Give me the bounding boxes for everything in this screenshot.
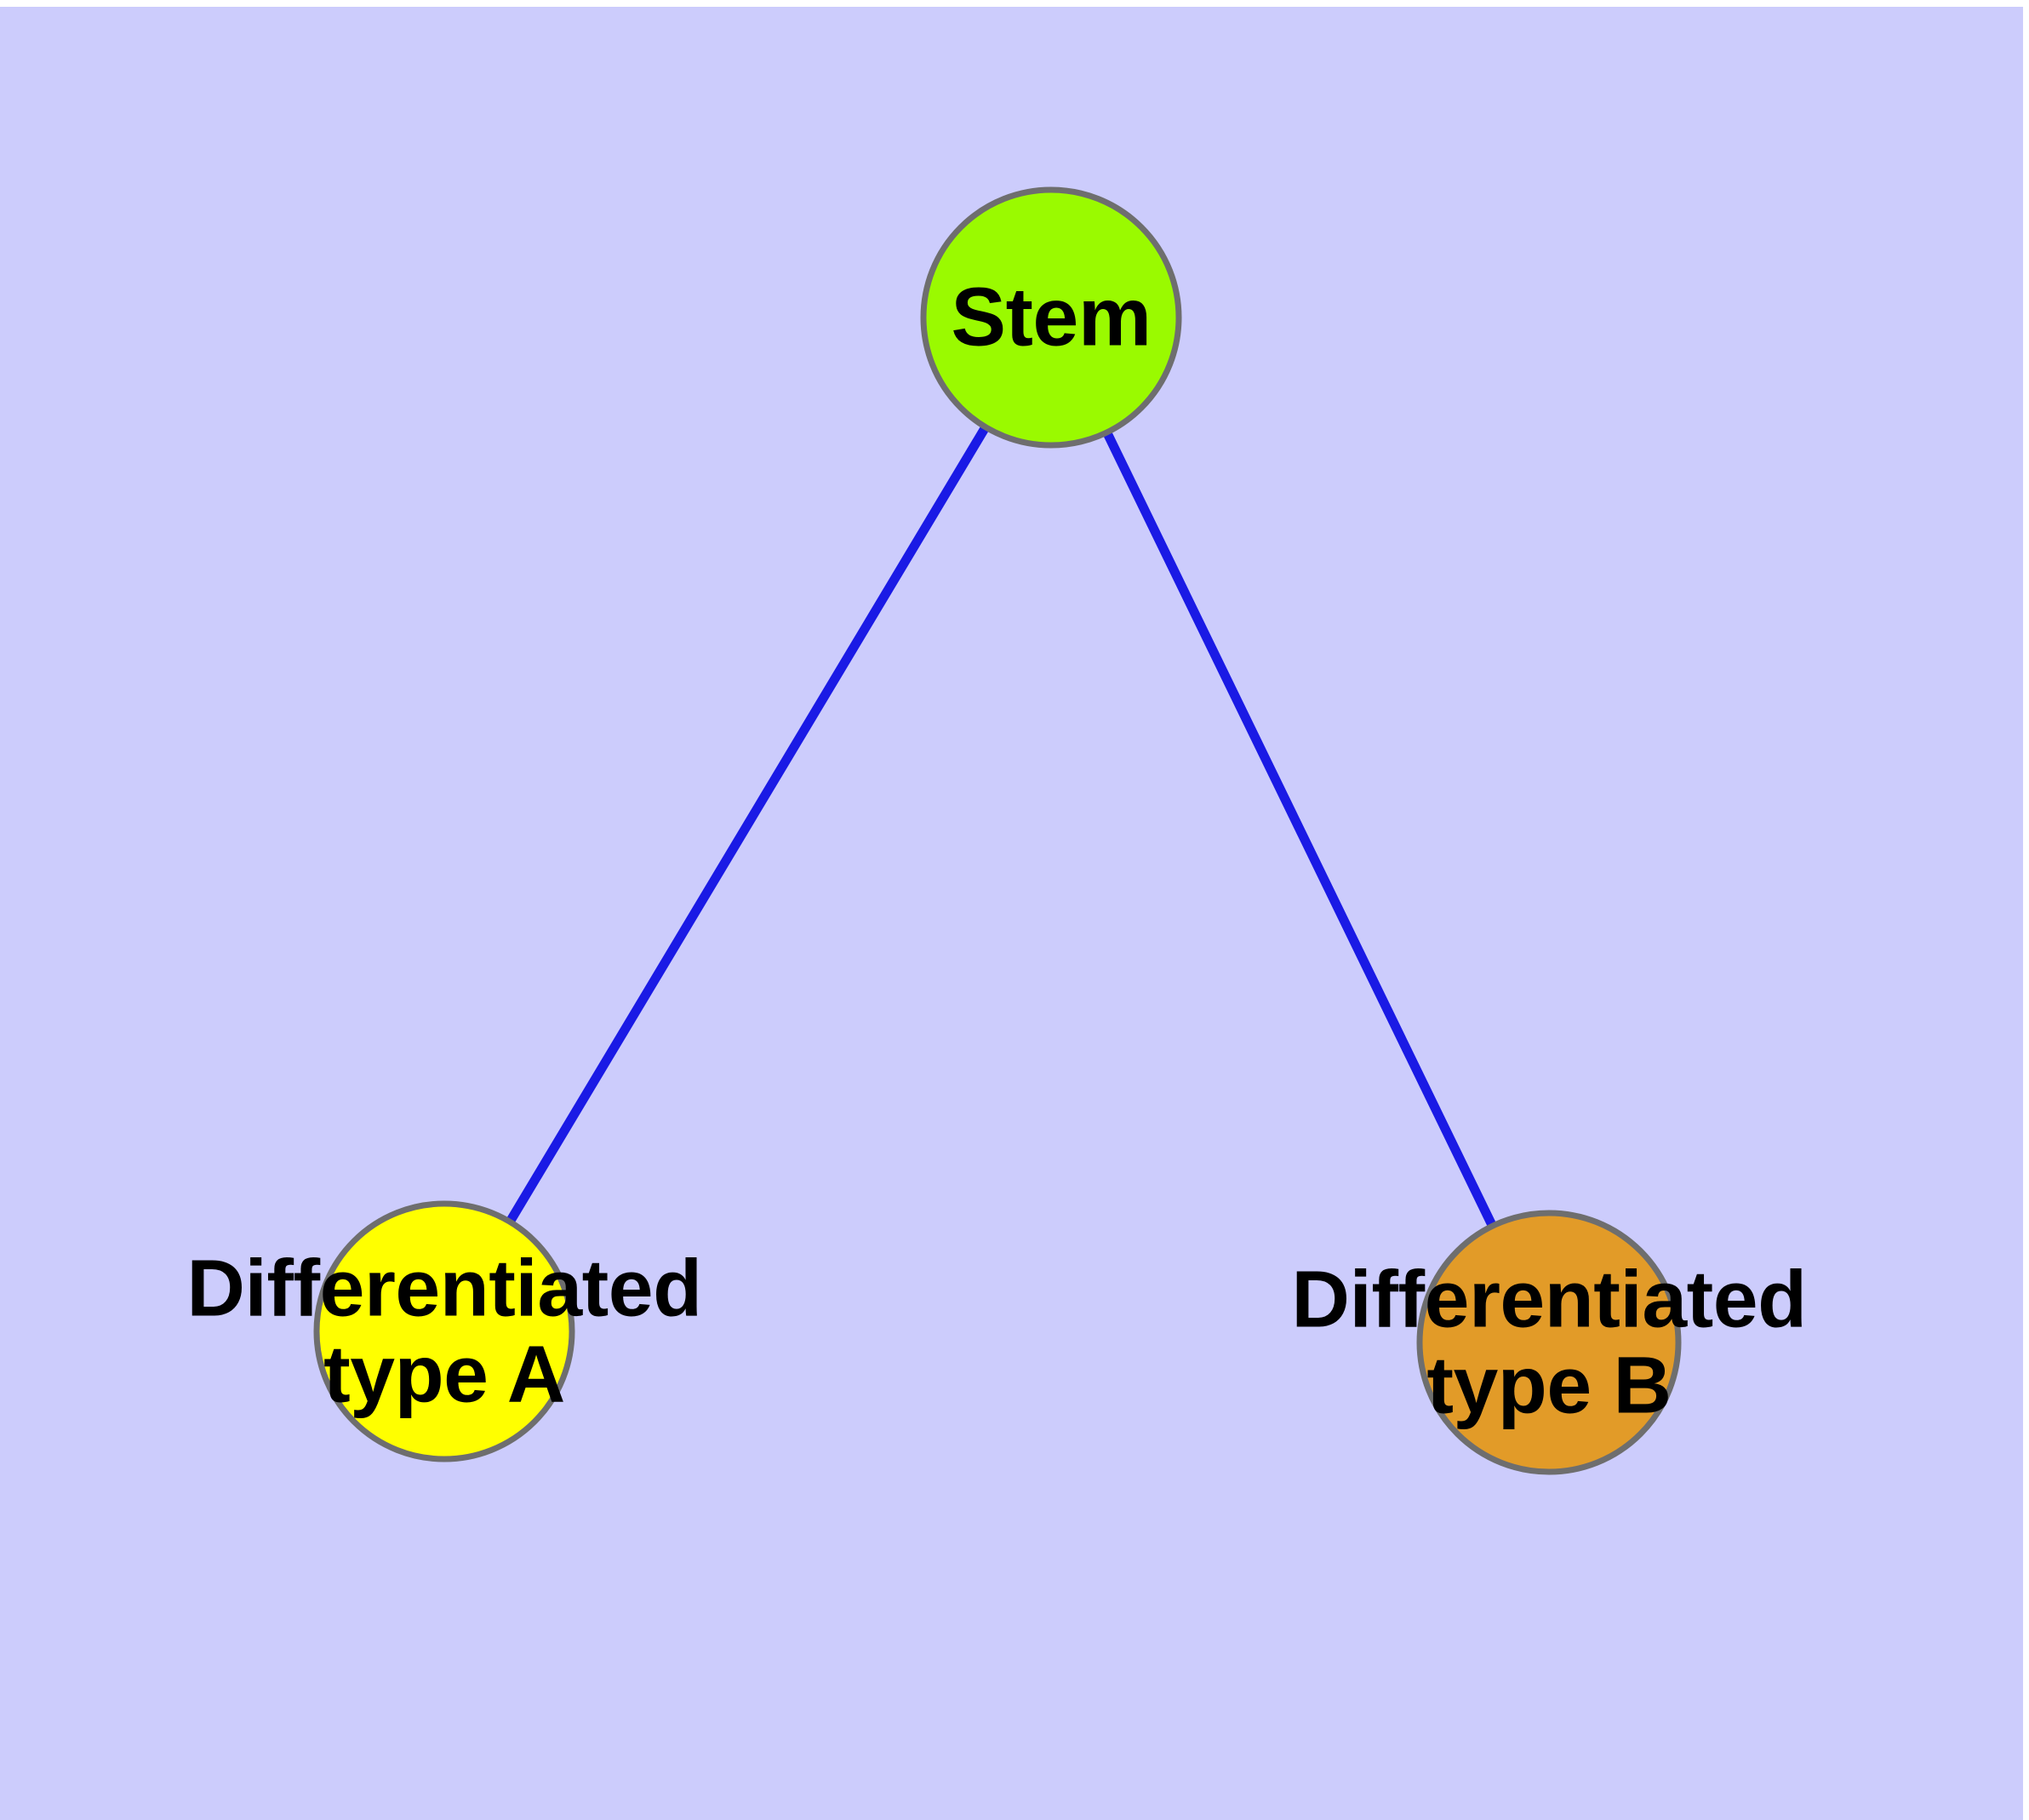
node-circle-stem[interactable] (920, 186, 1182, 449)
edge-stem-to-differentiated-type-b (1047, 315, 1553, 1345)
node-circle-differentiated-type-a[interactable] (313, 1200, 575, 1462)
node-circle-differentiated-type-b[interactable] (1416, 1210, 1682, 1475)
node-layer (313, 186, 1682, 1475)
edge-layer (440, 315, 1553, 1345)
edge-stem-to-differentiated-type-a (440, 315, 1055, 1334)
